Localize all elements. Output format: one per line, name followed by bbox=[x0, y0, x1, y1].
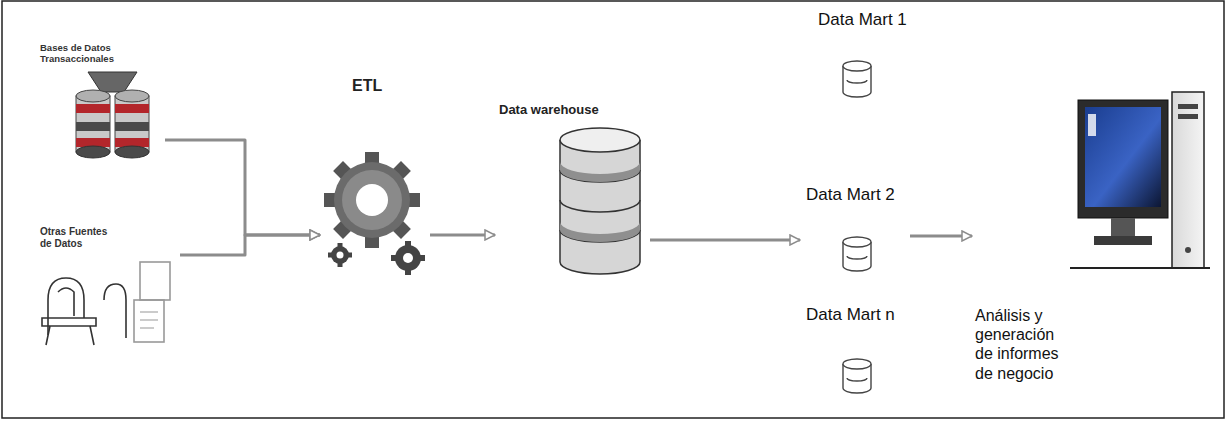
node-label: Data Mart 1 bbox=[818, 10, 907, 30]
gear-icon bbox=[324, 152, 425, 275]
flow-arrow bbox=[430, 234, 495, 237]
source-database: Bases de Datos Transaccionales bbox=[35, 38, 165, 168]
flow-arrow bbox=[650, 239, 800, 242]
analysis-workstation: Análisis y generación de informes de neg… bbox=[972, 95, 1212, 415]
computer-icon bbox=[1070, 92, 1210, 268]
node-label: Bases de Datos Transaccionales bbox=[40, 42, 120, 65]
node-label: ETL bbox=[352, 76, 382, 95]
datamart-cylinder bbox=[843, 237, 871, 271]
warehouse-cylinder bbox=[560, 128, 640, 274]
data-mart: Data Mart n bbox=[800, 303, 910, 398]
flow-arrow bbox=[180, 235, 320, 255]
database-icon bbox=[76, 72, 149, 158]
source-other: Otras Fuentes de Datos bbox=[35, 222, 180, 352]
flow-arrow bbox=[165, 140, 320, 235]
other-sources-icon bbox=[42, 262, 170, 345]
data-mart: Data Mart 1 bbox=[808, 8, 913, 103]
node-label: Data Mart 2 bbox=[806, 185, 895, 205]
datamart-cylinder bbox=[843, 61, 871, 97]
data-warehouse: Data warehouse bbox=[495, 100, 650, 280]
data-mart: Data Mart 2 bbox=[800, 183, 910, 278]
flow-arrow bbox=[910, 235, 972, 238]
node-label: Análisis y generación de informes de neg… bbox=[975, 306, 1073, 383]
node-label: Data warehouse bbox=[499, 102, 599, 118]
node-label: Data Mart n bbox=[806, 305, 895, 325]
etl-process: ETL bbox=[320, 72, 430, 277]
node-label: Otras Fuentes de Datos bbox=[40, 226, 115, 250]
datamart-cylinder bbox=[843, 359, 871, 393]
